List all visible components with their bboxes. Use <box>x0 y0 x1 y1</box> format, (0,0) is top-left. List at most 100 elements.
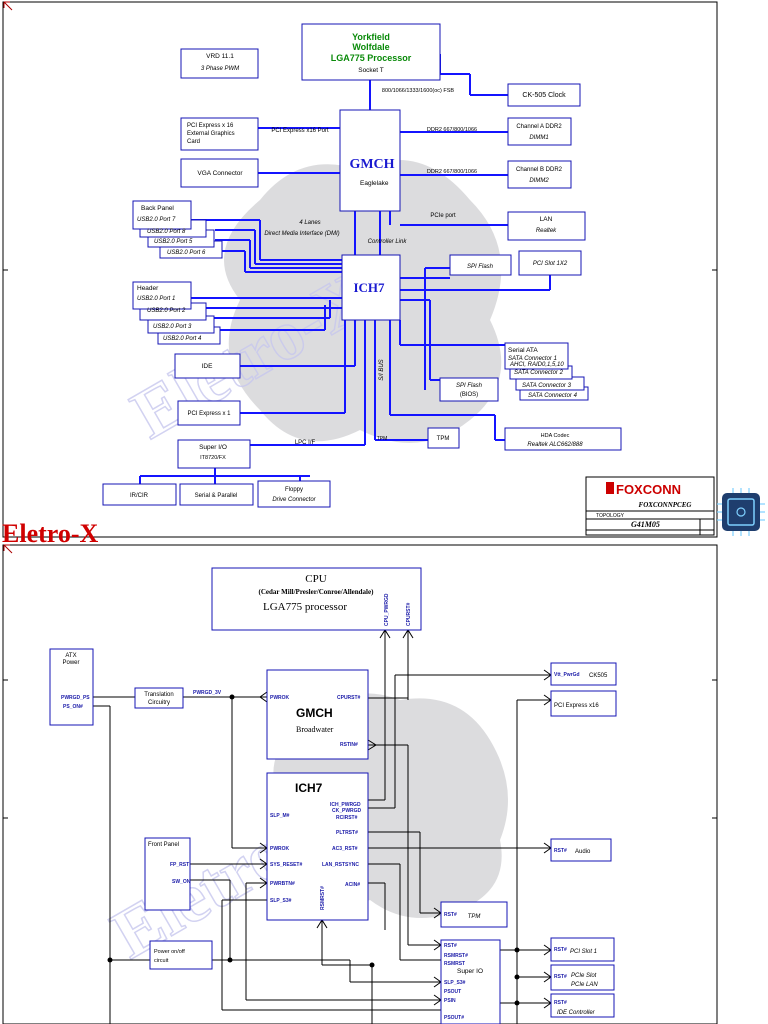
cpu-pin: CPURST# <box>406 602 412 626</box>
channel-b-block: Channel B DDR2 DIMM2 <box>507 160 572 189</box>
ich7-title: ICH7 <box>353 280 385 295</box>
sata-block: Serial ATA SATA Connector 1 AHCI, RAID0,… <box>504 342 589 401</box>
ich-pin: AC3_RST# <box>332 846 358 852</box>
ich-pin: PWRBTN# <box>270 881 295 887</box>
lan-block: LAN Realtek <box>507 211 586 241</box>
hda-block: HDA Codec Realtek ALC662/888 <box>504 427 622 451</box>
junction-dots <box>107 694 520 1006</box>
superio-title: Super IO <box>457 968 483 975</box>
audio-pin: RST# <box>554 848 567 854</box>
atx-pin: PWRGD_PS <box>61 695 90 701</box>
gmch-pin: PWROK <box>270 695 290 701</box>
pcie-x1-label: PCI Express x 1 <box>187 411 231 417</box>
gmch-sub: Broadwater <box>296 725 334 734</box>
translation-block: Translation Circuitry <box>134 687 184 709</box>
pcie-card-line1: PCI Express x 16 <box>187 123 234 129</box>
back-panel-port: USB2.0 Port 6 <box>167 250 206 256</box>
ich-pin: ACIN# <box>345 882 360 888</box>
pcie16-block: PCI Express x16 <box>550 690 617 717</box>
ich-pin: LAN_RSTSYNC <box>322 862 359 868</box>
pcie-lan-pin: RST# <box>554 974 567 980</box>
foxconn-sub: FOXCONNPCEG <box>639 501 692 509</box>
lan-line2: Realtek <box>536 228 557 234</box>
sata-item: SATA Connector 3 <box>522 383 572 389</box>
pcie-card-line2: External Graphics <box>187 131 235 137</box>
sata-title: Serial ATA <box>508 347 538 354</box>
floppy-line1: Floppy <box>285 487 303 493</box>
gmch-title: GMCH <box>296 706 333 720</box>
spi-label: SPI Flash <box>467 264 494 270</box>
back-panel-port: USB2.0 Port 5 <box>154 239 193 245</box>
back-panel-port: USB2.0 Port 8 <box>147 229 186 235</box>
ide-label: IDE <box>202 363 214 370</box>
back-panel-title: Back Panel <box>141 205 174 212</box>
foxconn-brand: FOXCONN <box>616 482 681 497</box>
hda-line2: Realtek ALC662/888 <box>527 442 583 448</box>
floppy-line2: Drive Connector <box>272 497 316 503</box>
ich-pin: SLP_M# <box>270 813 290 819</box>
pci1-label: PCI Slot 1 <box>570 949 597 955</box>
power-circuit-line2: circuit <box>154 958 169 964</box>
bottom-sheet-border <box>2 544 718 1024</box>
ich-pin: RSMRST# <box>320 886 326 910</box>
ich-pin: ICH_PWRGD <box>330 802 361 808</box>
cpu-sub: (Cedar Mill/Presler/Conroe/Allendale) <box>259 588 375 596</box>
gmch-title: GMCH <box>349 157 394 172</box>
front-panel-pin: SW_ON <box>172 879 191 885</box>
superio-block: Super I/O IT8720/FX <box>177 439 251 469</box>
pcie-lan-block: RST# PCIe Slot PCIe LAN <box>550 964 615 991</box>
pcie-x1-block: PCI Express x 1 <box>177 400 241 426</box>
header-title: Header <box>137 285 159 292</box>
channel-a-block: Channel A DDR2 DIMM1 <box>507 117 572 146</box>
atx-pin: PS_ON# <box>63 704 83 710</box>
title-block: FOXCONN FOXCONNPCEG TOPOLOGY G41M05 <box>585 476 715 536</box>
front-panel-block: Front Panel FP_RST SW_ON <box>144 837 191 911</box>
cpu-pin: CPU_PWRGD <box>384 593 390 626</box>
gmch-block-bottom: PWROK CPURST# RSTIN# GMCH Broadwater <box>266 669 369 760</box>
gmch-pin: RSTIN# <box>340 742 358 748</box>
cpu-title: CPU <box>305 573 326 585</box>
corner-arrow-icon <box>3 544 13 554</box>
sata-item: SATA Connector 2 <box>514 370 564 376</box>
chan-a-line2: DIMM1 <box>529 135 548 141</box>
pcie-port-label: PCI Express x16 Port <box>271 128 329 134</box>
top-sheet: Eletro-X <box>2 1 765 538</box>
ide-block: IDE <box>174 353 241 379</box>
sata-item: SATA Connector 4 <box>528 393 578 399</box>
cpu-proc: LGA775 processor <box>263 601 347 613</box>
ir-block: IR/CIR <box>102 483 177 506</box>
clock-label: CK-505 Clock <box>522 92 566 99</box>
tpm-label: TPM <box>437 436 450 442</box>
bottom-sheet: Eletro-X <box>2 544 718 1024</box>
chan-b-line1: Channel B DDR2 <box>516 167 563 173</box>
pcie-port-text: PCIe port <box>430 213 456 219</box>
superio-pin: PSOUT# <box>444 1015 464 1021</box>
superio-pin: SLP_S3# <box>444 980 466 986</box>
trans-line1: Translation <box>144 692 173 698</box>
spi-bios-block: SPI Flash (BIOS) <box>439 377 499 402</box>
gmch-sub: Eaglelake <box>360 180 389 187</box>
ich7-block: ICH7 <box>341 254 401 321</box>
superio-pin: RST# <box>444 943 457 949</box>
ich-pin: SLP_S3# <box>270 898 292 904</box>
pcie16-label: PCI Express x16 <box>554 703 599 709</box>
spi-bios-line1: SPI Flash <box>456 383 483 389</box>
vrd-sub: 3 Phase PWM <box>201 66 239 72</box>
cpu-box <box>301 23 441 81</box>
atx-line2: Power <box>62 660 79 666</box>
ich-pin: PLTRST# <box>336 830 358 836</box>
foxconn-logo-icon <box>606 482 614 494</box>
superio-pin: RSMRST# <box>444 953 468 959</box>
superio-line1: Super I/O <box>199 444 227 451</box>
pci-slot1-block: RST# PCI Slot 1 <box>550 937 615 962</box>
spi-bios-line2: (BIOS) <box>460 392 478 398</box>
header-port: USB2.0 Port 1 <box>137 296 175 302</box>
gmch-block: GMCH Eaglelake <box>339 109 401 212</box>
bottom-wires <box>93 630 551 1024</box>
floppy-block: Floppy Drive Connector <box>257 480 331 508</box>
clock-block: CK-505 Clock <box>507 83 581 107</box>
power-circuit-line1: Power on/off <box>154 949 185 955</box>
spi-bus-label: S/I BUS <box>379 359 385 380</box>
tpm-bus-label: TPM <box>377 436 388 442</box>
back-panel-block: Back Panel USB2.0 Port 7 USB2.0 Port 8 U… <box>132 200 223 259</box>
